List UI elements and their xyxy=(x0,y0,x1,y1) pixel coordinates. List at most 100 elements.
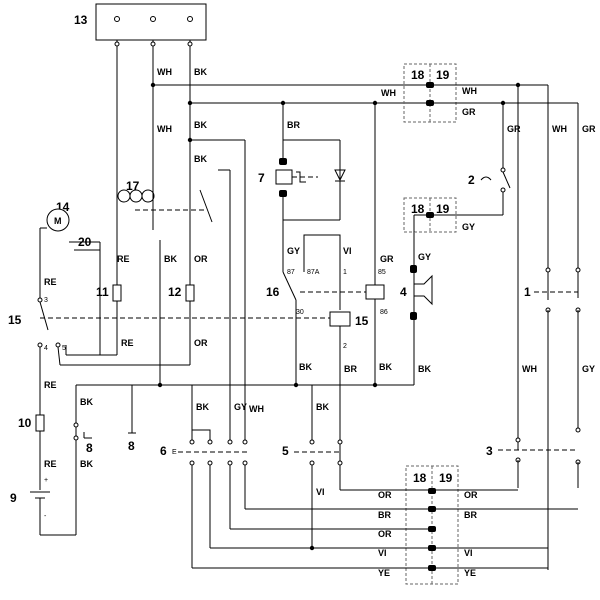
lamp-17a xyxy=(117,189,131,203)
pin-87: 87 xyxy=(287,269,295,276)
pin-3: 3 xyxy=(44,297,48,304)
wire-label-or: OR xyxy=(378,490,392,500)
label-11: 11 xyxy=(96,285,109,299)
label-9: 9 xyxy=(10,491,17,505)
label-19: 19 xyxy=(439,471,453,485)
wire-label-bk: BK xyxy=(299,362,312,372)
wire-label-wh: WH xyxy=(552,124,567,134)
wire-label-re: RE xyxy=(44,380,57,390)
wire-label-gr: GR xyxy=(507,124,521,134)
pin-2: 2 xyxy=(343,343,347,350)
fuse-10 xyxy=(35,414,45,432)
relay-16-coil xyxy=(365,284,385,300)
wire-label-or: OR xyxy=(194,254,208,264)
wire-label-bk: BK xyxy=(194,67,207,77)
label-20: 20 xyxy=(78,235,92,249)
label-15: 15 xyxy=(355,314,369,328)
pin-1: 1 xyxy=(343,269,347,276)
wire-label-re: RE xyxy=(44,459,57,469)
label-19: 19 xyxy=(436,202,450,216)
label-17: 17 xyxy=(126,179,140,193)
wire-label-vi: VI xyxy=(343,246,352,256)
wire-label-br: BR xyxy=(464,510,477,520)
wire-label-br: BR xyxy=(344,364,357,374)
wire-label-bk: BK xyxy=(418,364,431,374)
wire-label-gy: GY xyxy=(234,402,247,412)
label-7: 7 xyxy=(258,171,265,185)
label-8: 8 xyxy=(86,441,93,455)
label-6: 6 xyxy=(160,444,167,458)
wire-label-bk: BK xyxy=(164,254,177,264)
label-12: 12 xyxy=(168,285,182,299)
label-4: 4 xyxy=(400,285,407,299)
wire-label-ye: YE xyxy=(378,568,390,578)
wire-label-gr: GR xyxy=(582,124,596,134)
wire-label-bk: BK xyxy=(194,120,207,130)
wire-label-gy: GY xyxy=(462,222,475,232)
pin-plus: + xyxy=(44,477,48,484)
wire-label-bk: BK xyxy=(80,397,93,407)
wire-label-bk: BK xyxy=(194,154,207,164)
relay-15-coil xyxy=(329,311,351,327)
wire-label-bk: BK xyxy=(379,362,392,372)
pin-e: E xyxy=(172,449,177,456)
label-2: 2 xyxy=(468,173,475,187)
wire-label-gy: GY xyxy=(582,364,595,374)
wire-label-bk: BK xyxy=(196,402,209,412)
wire-label-vi: VI xyxy=(464,548,473,558)
terminal-block-13 xyxy=(95,3,207,41)
wire-label-or: OR xyxy=(378,529,392,539)
wire-label-vi: VI xyxy=(316,487,325,497)
lamp-17b xyxy=(129,189,143,203)
pin-87a: 87A xyxy=(307,269,320,276)
wire-label-wh: WH xyxy=(249,404,264,414)
wire-label-gr: GR xyxy=(462,107,476,117)
label-19: 19 xyxy=(436,68,450,82)
wire-label-wh: WH xyxy=(462,86,477,96)
wire-label-re: RE xyxy=(117,254,130,264)
wire-label-or: OR xyxy=(464,490,478,500)
wire-label-ye: YE xyxy=(464,568,476,578)
wire-label-gr: GR xyxy=(380,254,394,264)
label-5: 5 xyxy=(282,444,289,458)
relay-7-coil xyxy=(275,169,293,185)
label-3: 3 xyxy=(486,444,493,458)
wire-label-or: OR xyxy=(194,338,208,348)
wire-label-gy: GY xyxy=(287,246,300,256)
wire-label-vi: VI xyxy=(378,548,387,558)
label-18: 18 xyxy=(413,471,427,485)
label-16: 16 xyxy=(266,285,280,299)
pin-85: 85 xyxy=(378,269,386,276)
label-8: 8 xyxy=(128,439,135,453)
wire-label-gy: GY xyxy=(418,252,431,262)
fuse-12 xyxy=(185,284,195,302)
pin-86: 86 xyxy=(380,309,388,316)
label-1: 1 xyxy=(524,285,531,299)
motor-14 xyxy=(46,208,70,232)
wire-label-wh: WH xyxy=(381,88,396,98)
horn-4 xyxy=(413,274,433,306)
wire-label-re: RE xyxy=(44,277,57,287)
pin-30: 30 xyxy=(296,309,304,316)
pin-4: 4 xyxy=(44,345,48,352)
wire-label-bk: BK xyxy=(316,402,329,412)
lamp-17c xyxy=(141,189,155,203)
label-13: 13 xyxy=(74,13,88,27)
wire-label-wh: WH xyxy=(157,124,172,134)
motor-symbol: M xyxy=(54,216,62,226)
wire-label-re: RE xyxy=(121,338,134,348)
wire-label-bk: BK xyxy=(80,459,93,469)
label-18: 18 xyxy=(411,68,425,82)
pin-5: 5 xyxy=(62,345,66,352)
label-18: 18 xyxy=(411,202,425,216)
label-15: 15 xyxy=(8,313,22,327)
label-10: 10 xyxy=(18,416,32,430)
pin-minus: - xyxy=(44,513,47,520)
fuse-11 xyxy=(112,284,122,302)
wire-label-wh: WH xyxy=(157,67,172,77)
wire-label-wh: WH xyxy=(522,364,537,374)
wire-label-br: BR xyxy=(287,120,300,130)
wire-label-br: BR xyxy=(378,510,391,520)
